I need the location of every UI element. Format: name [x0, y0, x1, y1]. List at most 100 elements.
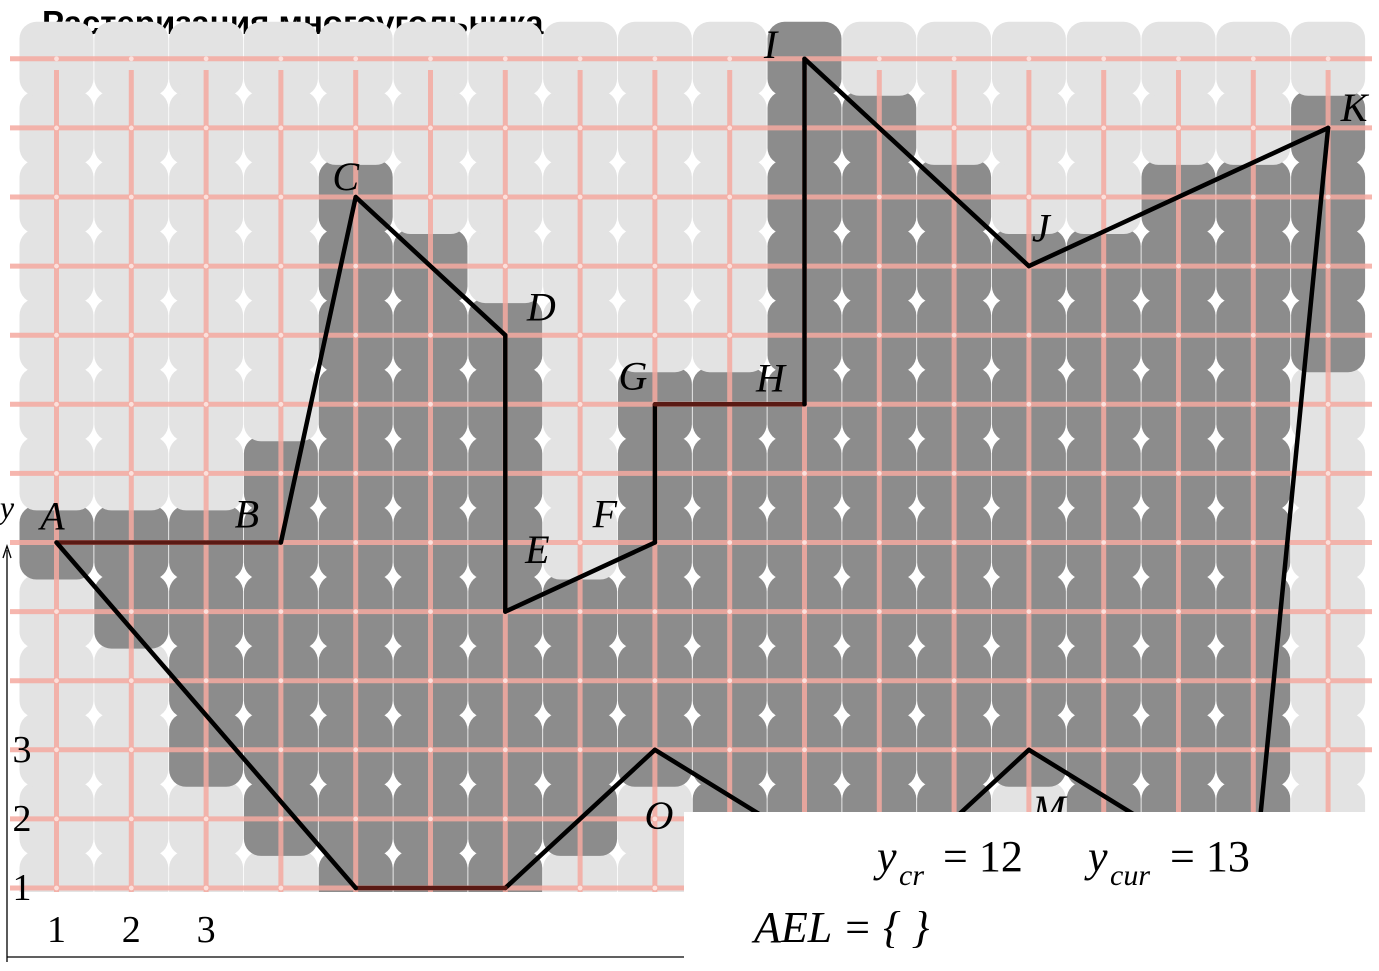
edge-IJ: [802, 56, 1032, 269]
vertex-label-I: I: [763, 22, 779, 67]
grid-node: [951, 471, 957, 476]
grid-node: [128, 125, 134, 131]
grid-node: [428, 540, 433, 545]
grid-node: [951, 609, 957, 614]
grid-node: [128, 263, 134, 269]
grid-node: [203, 332, 209, 338]
grid-node: [1250, 540, 1256, 545]
grid-node: [203, 885, 209, 891]
grid-node: [652, 125, 658, 131]
grid-node: [1325, 471, 1331, 476]
grid-node: [278, 332, 284, 338]
grid-node: [54, 678, 59, 684]
grid-node: [652, 332, 658, 338]
grid-node: [1176, 56, 1181, 62]
grid-node: [502, 678, 508, 684]
edge-QA: [54, 540, 358, 891]
grid-node: [1176, 401, 1181, 407]
vertex-label-O: O: [644, 793, 673, 838]
edge-EF: [503, 540, 658, 614]
grid-node: [54, 609, 59, 614]
ycur-subscript: cur: [1110, 859, 1150, 892]
grid-node: [128, 609, 134, 614]
grid-node: [577, 125, 583, 131]
grid-node: [652, 194, 658, 200]
grid-node: [353, 332, 359, 338]
grid-node: [1176, 263, 1181, 269]
grid-node: [1325, 609, 1331, 614]
grid-node: [1250, 125, 1256, 131]
grid-node: [278, 885, 284, 891]
grid-node: [428, 332, 433, 338]
grid-node: [727, 540, 733, 545]
grid-node: [1026, 332, 1032, 338]
grid-node: [727, 678, 733, 684]
grid-node: [876, 747, 882, 753]
grid-node: [428, 609, 433, 614]
grid-node: [203, 263, 209, 269]
grid-node: [1325, 540, 1331, 545]
grid-node: [1325, 263, 1331, 269]
grid-node: [1250, 194, 1256, 200]
grid-node: [577, 747, 583, 753]
grid-node: [128, 678, 134, 684]
grid-node: [727, 609, 733, 614]
grid-node: [1176, 747, 1181, 753]
grid-node: [577, 885, 583, 891]
grid-node: [802, 609, 807, 614]
grid-node: [428, 401, 433, 407]
vertex-label-E: E: [524, 527, 549, 572]
vertex-label-H: H: [755, 355, 787, 400]
grid-node: [876, 678, 882, 684]
grid-node: [353, 747, 359, 753]
grid-node: [203, 125, 209, 131]
grid-node: [1026, 401, 1032, 407]
grid-node: [802, 678, 807, 684]
grid-node: [353, 401, 359, 407]
grid-node: [1325, 332, 1331, 338]
grid-node: [353, 609, 359, 614]
grid-node: [128, 332, 134, 338]
y-tick-label: 1: [13, 867, 32, 909]
grid-node: [203, 747, 209, 753]
bottom-axis-strip: [0, 892, 684, 971]
grid-node: [577, 471, 583, 476]
grid-node: [353, 678, 359, 684]
grid-node: [1250, 609, 1256, 614]
grid-node: [1026, 678, 1032, 684]
grid-node: [54, 747, 59, 753]
ael-text: AEL = { }: [751, 903, 930, 952]
grid-node: [428, 471, 433, 476]
grid-node: [1026, 194, 1032, 200]
grid-node: [1101, 194, 1107, 200]
grid-node: [128, 747, 134, 753]
grid-node: [54, 332, 59, 338]
grid-node: [652, 263, 658, 269]
grid-lines: [10, 56, 1372, 948]
grid-node: [1250, 332, 1256, 338]
grid-node: [278, 56, 284, 62]
grid-node: [1101, 263, 1107, 269]
grid-node: [1250, 56, 1256, 62]
grid-node: [278, 263, 284, 269]
grid-node: [353, 540, 359, 545]
vertex-label-F: F: [592, 492, 618, 537]
y-axis-label: y: [0, 489, 15, 525]
grid-node: [1026, 609, 1032, 614]
grid-node: [1026, 540, 1032, 545]
grid-node: [876, 263, 882, 269]
grid-node: [1101, 332, 1107, 338]
grid-node: [353, 816, 359, 822]
grid-node: [1325, 747, 1331, 753]
grid-node: [1176, 471, 1181, 476]
grid-node: [502, 56, 508, 62]
grid-node: [1176, 540, 1181, 545]
grid-node: [502, 194, 508, 200]
grid-node: [278, 194, 284, 200]
grid-node: [128, 194, 134, 200]
grid-node: [278, 816, 284, 822]
grid-node: [577, 609, 583, 614]
grid-node: [577, 56, 583, 62]
ycur-value: = 13: [1170, 832, 1250, 881]
